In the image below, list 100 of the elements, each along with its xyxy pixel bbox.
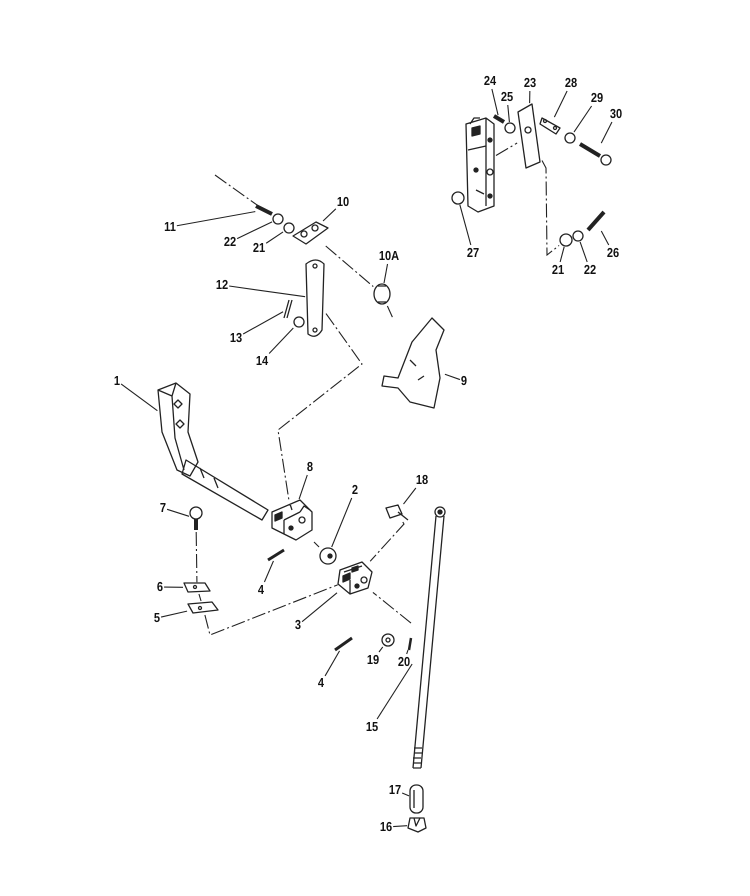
callout-number: 12	[216, 278, 228, 292]
leader-line	[378, 646, 384, 652]
leader-line	[600, 122, 612, 144]
callout-number: 13	[230, 331, 242, 345]
callout-number: 16	[380, 820, 392, 834]
leader-line	[600, 230, 610, 246]
bracket-drawing	[381, 317, 445, 409]
leader-line	[403, 488, 416, 504]
callout-number: 11	[164, 220, 176, 234]
link-drawing	[305, 259, 325, 337]
callout-number: 15	[366, 720, 378, 734]
leader-line	[444, 374, 460, 380]
callout-number: 30	[610, 107, 622, 121]
centre-line	[372, 592, 412, 624]
callout-number: 17	[388, 783, 402, 797]
nut-drawing	[407, 817, 427, 833]
pin-drawing	[492, 114, 506, 124]
leader-line	[491, 88, 499, 116]
nut-drawing	[451, 191, 465, 205]
leader-line	[406, 650, 409, 654]
leader-line	[268, 328, 294, 354]
callout-number: 23	[524, 76, 536, 90]
callout-number: 27	[466, 246, 480, 260]
leader-line	[298, 474, 308, 500]
callout-number: 10A	[378, 249, 400, 263]
callout-number: 18	[416, 473, 428, 487]
leader-line	[560, 246, 565, 262]
centre-line	[277, 313, 363, 500]
callout-number: 19	[366, 653, 380, 667]
centre-line	[214, 174, 258, 206]
shift-block-drawing	[271, 499, 313, 541]
callout-number: 26	[606, 246, 620, 260]
callout-number: 3	[294, 618, 302, 632]
callout-number: 14	[256, 354, 268, 368]
callout-number: 22	[584, 263, 596, 277]
leader-line	[236, 221, 272, 240]
sleeve-drawing	[409, 784, 424, 814]
callout-number: 4	[318, 676, 324, 690]
leader-line	[331, 498, 352, 548]
leader-line	[393, 825, 408, 828]
leader-line	[302, 592, 338, 622]
callout-number: 9	[460, 374, 468, 388]
leader-line	[176, 211, 256, 226]
centre-line	[314, 542, 320, 548]
leader-line	[402, 792, 410, 796]
callout-number: 29	[590, 91, 604, 105]
plate-drawing	[183, 582, 211, 593]
leader-line	[166, 508, 190, 517]
bolt-drawing	[586, 210, 606, 232]
callout-number: 6	[156, 580, 164, 594]
bushing-drawing	[283, 222, 295, 234]
plate-drawing	[187, 601, 219, 614]
callout-number: 8	[306, 460, 314, 474]
callout-number: 10	[336, 195, 350, 209]
leader-line	[376, 664, 413, 720]
callout-number: 21	[552, 263, 564, 277]
centre-line	[542, 160, 560, 256]
leader-line	[507, 104, 510, 122]
bolt-drawing	[189, 506, 203, 530]
callout-number: 28	[564, 76, 578, 90]
leader-line	[120, 384, 158, 412]
roller-drawing	[319, 547, 337, 565]
leader-line	[554, 90, 568, 118]
leader-line	[383, 264, 388, 284]
callout-number: 25	[500, 90, 514, 104]
housing-drawing	[465, 117, 495, 213]
centre-line	[370, 522, 405, 562]
centre-line	[325, 246, 374, 287]
screw-drawing	[334, 636, 353, 652]
callout-number: 21	[252, 241, 266, 255]
callout-number: 7	[160, 501, 166, 515]
washer-drawing	[381, 633, 395, 647]
leader-line	[160, 610, 188, 618]
link-drawing	[539, 117, 561, 135]
leader-line	[580, 242, 588, 262]
centre-line	[204, 584, 338, 636]
leader-line	[164, 586, 184, 588]
lever-drawing	[157, 382, 269, 521]
callout-number: 2	[352, 483, 358, 497]
washer-drawing	[272, 213, 284, 225]
bolt-drawing	[255, 204, 273, 216]
pin-drawing	[408, 638, 412, 650]
callout-number: 1	[114, 374, 120, 388]
leader-line	[264, 560, 274, 582]
centre-line	[196, 532, 198, 582]
cotter-pin-drawing	[283, 299, 293, 319]
bolt-drawing	[578, 142, 612, 166]
washer-drawing	[293, 316, 305, 328]
rod-drawing	[412, 506, 446, 769]
shift-block-drawing	[337, 561, 373, 595]
leader-line	[574, 106, 592, 132]
leader-line	[324, 650, 340, 676]
leader-line	[322, 208, 336, 222]
bushing-drawing	[559, 233, 573, 247]
callout-number: 22	[224, 235, 236, 249]
bolt-drawing	[385, 504, 409, 521]
leader-line	[459, 204, 472, 246]
leader-line	[229, 285, 306, 298]
plate-drawing	[292, 221, 329, 245]
bushing-drawing	[373, 283, 391, 305]
